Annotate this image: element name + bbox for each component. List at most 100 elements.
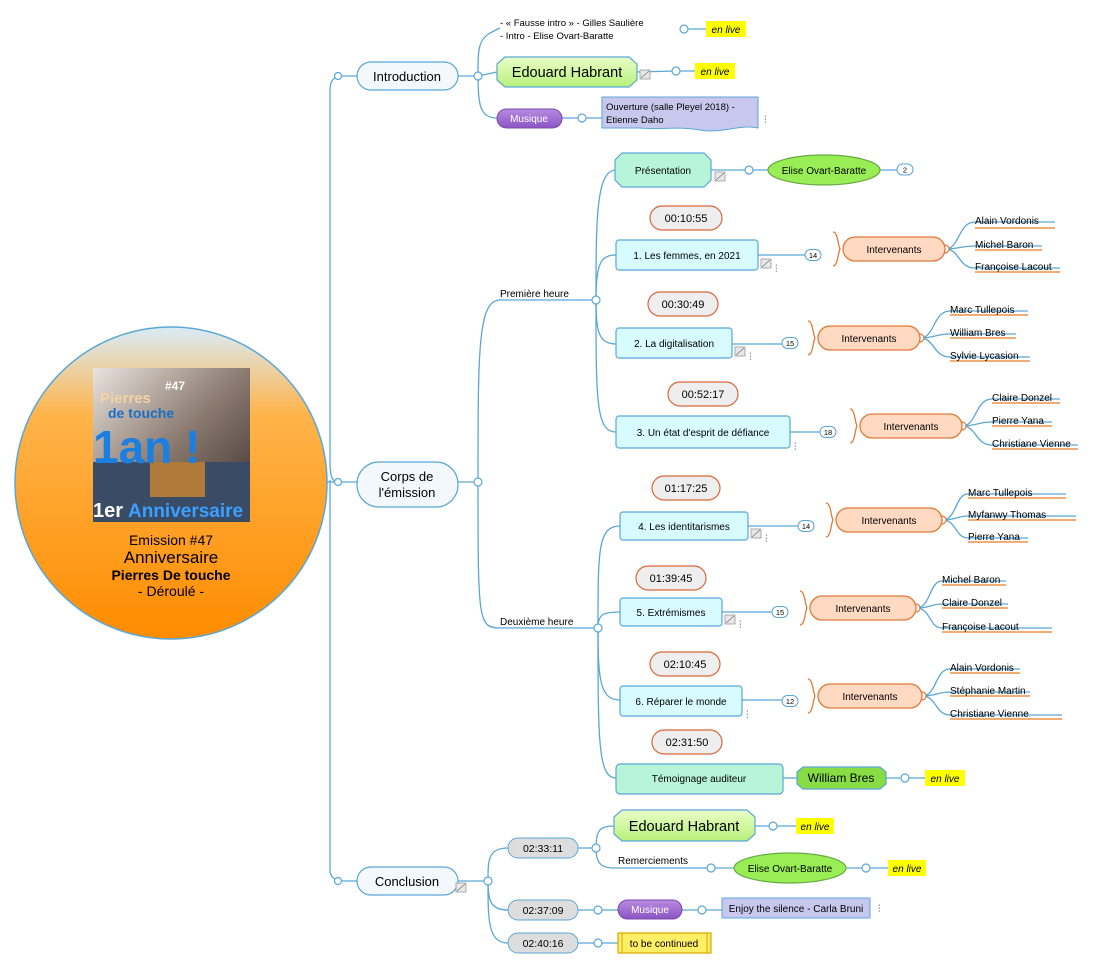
attachment-icon[interactable]: ⫶: [746, 710, 749, 721]
topic-count-badge[interactable]: 15: [781, 337, 799, 349]
logo-line2: de touche: [108, 405, 174, 421]
person-name[interactable]: Claire Donzel: [992, 393, 1052, 404]
topic-label: 2. La digitalisation: [634, 339, 714, 350]
attachment-icon[interactable]: ⫶: [765, 534, 768, 545]
intro-edouard-node[interactable]: Edouard Habrant: [496, 56, 638, 88]
person-name[interactable]: Michel Baron: [942, 575, 1000, 586]
svg-text:Témoignage auditeur: Témoignage auditeur: [652, 774, 747, 785]
topic-time[interactable]: 02:10:45: [649, 651, 721, 677]
person-name[interactable]: Pierre Yana: [992, 416, 1044, 427]
attachment-icon[interactable]: ⫶: [878, 904, 881, 915]
person-name[interactable]: Marc Tullepois: [968, 488, 1032, 499]
person-name[interactable]: Sylvie Lycasion: [950, 351, 1019, 362]
person-name[interactable]: Alain Vordonis: [950, 663, 1014, 674]
intervenants-node[interactable]: Intervenants: [817, 683, 923, 709]
topic-time[interactable]: 01:39:45: [635, 565, 707, 591]
topic-time[interactable]: 00:52:17: [667, 381, 739, 407]
conclusion-musique-pill[interactable]: Musique: [617, 899, 683, 920]
topic-node[interactable]: 1. Les femmes, en 2021: [615, 239, 759, 271]
conclusion-time-2[interactable]: 02:37:09: [507, 899, 579, 921]
william-bres-node[interactable]: William Bres: [796, 766, 887, 790]
topic-count-badge[interactable]: 12: [781, 695, 799, 707]
person-name[interactable]: Michel Baron: [975, 240, 1033, 251]
svg-text:William Bres: William Bres: [808, 771, 875, 785]
topic-count-badge[interactable]: 18: [819, 426, 837, 438]
intervenants-node[interactable]: Intervenants: [809, 595, 917, 621]
temoignage-node[interactable]: Témoignage auditeur: [615, 763, 784, 795]
topic-node[interactable]: 2. La digitalisation: [615, 327, 733, 359]
presenter-count-badge[interactable]: 2: [896, 163, 914, 176]
intervenants-node[interactable]: Intervenants: [817, 325, 921, 351]
presenter-elise-node[interactable]: Elise Ovart-Baratte: [767, 154, 881, 186]
temoignage-time[interactable]: 02:31:50: [651, 729, 723, 755]
intervenants-label: Intervenants: [841, 334, 896, 345]
conclusion-song-box[interactable]: Enjoy the silence - Carla Bruni: [721, 897, 871, 919]
intervenants-node[interactable]: Intervenants: [842, 236, 946, 262]
note-icon[interactable]: [455, 882, 467, 893]
topic-corps[interactable]: Corps de l'émission: [356, 461, 459, 508]
svg-text:en live: en live: [701, 67, 730, 78]
person-name[interactable]: Françoise Lacout: [942, 622, 1019, 633]
topic-group: 02:10:45 6. Réparer le monde⫶ 12 Intervenan…: [619, 651, 1029, 721]
topic-count-text: 18: [824, 428, 832, 437]
person-name[interactable]: Pierre Yana: [968, 532, 1020, 543]
attachment-icon[interactable]: ⫶: [764, 115, 767, 126]
note-icon[interactable]: [724, 614, 736, 625]
svg-text:02:40:16: 02:40:16: [523, 938, 564, 950]
conclusion-elise-node[interactable]: Elise Ovart-Baratte: [733, 852, 847, 884]
intro-live-badge-2: en live: [695, 63, 735, 79]
topic-node[interactable]: 4. Les identitarismes: [619, 511, 749, 541]
topic-count-badge[interactable]: 14: [797, 520, 815, 532]
presentation-node[interactable]: Présentation: [614, 152, 712, 188]
conclusion-time-1[interactable]: 02:33:11: [507, 837, 579, 859]
person-name[interactable]: Françoise Lacout: [975, 262, 1052, 273]
temoignage-live-badge: en live: [925, 770, 965, 786]
topic-time-text: 00:52:17: [682, 389, 725, 401]
attachment-icon[interactable]: ⫶: [775, 264, 778, 275]
connectors: [327, 27, 1078, 944]
person-name[interactable]: William Bres: [950, 328, 1006, 339]
svg-text:Elise Ovart-Baratte: Elise Ovart-Baratte: [782, 166, 867, 177]
person-name[interactable]: Marc Tullepois: [950, 305, 1014, 316]
note-icon[interactable]: [760, 258, 772, 269]
person-name[interactable]: Claire Donzel: [942, 598, 1002, 609]
topic-group: 00:52:17 3. Un état d'esprit de défiance⫶…: [615, 381, 1071, 453]
topic-count-badge[interactable]: 15: [771, 606, 789, 618]
topic-time[interactable]: 01:17:25: [651, 475, 721, 501]
person-name[interactable]: Christiane Vienne: [992, 439, 1071, 450]
attachment-icon[interactable]: ⫶: [739, 620, 742, 631]
person-name[interactable]: Christiane Vienne: [950, 709, 1029, 720]
root-node[interactable]: #47 Pierres de touche 1an ! 1er Annivers…: [14, 326, 328, 640]
person-name[interactable]: Alain Vordonis: [975, 216, 1039, 227]
note-icon[interactable]: [714, 171, 726, 182]
note-icon[interactable]: [750, 528, 762, 539]
topic-conclusion[interactable]: Conclusion: [356, 866, 459, 896]
attachment-icon[interactable]: ⫶: [794, 442, 797, 453]
topic-introduction[interactable]: Introduction: [356, 61, 459, 91]
topic-node[interactable]: 3. Un état d'esprit de défiance: [615, 415, 791, 449]
conclusion-edouard-node[interactable]: Edouard Habrant: [613, 809, 756, 842]
conclusion-time-3[interactable]: 02:40:16: [507, 932, 579, 954]
topic-count-text: 14: [802, 522, 810, 531]
svg-text:02:37:09: 02:37:09: [523, 905, 564, 917]
note-icon[interactable]: [734, 346, 746, 357]
intro-music-box[interactable]: Ouverture (salle Pleyel 2018) - Etienne …: [601, 96, 759, 132]
intervenants-node[interactable]: Intervenants: [835, 507, 943, 533]
svg-text:Edouard Habrant: Edouard Habrant: [512, 65, 622, 81]
note-icon[interactable]: [639, 69, 651, 80]
topic-count-badge[interactable]: 14: [804, 249, 822, 261]
person-name[interactable]: Myfanwy Thomas: [968, 510, 1046, 521]
attachment-icon[interactable]: ⫶: [749, 352, 752, 363]
topic-time[interactable]: 00:30:49: [647, 291, 719, 317]
intro-musique-pill[interactable]: Musique: [496, 108, 563, 129]
topic-time[interactable]: 00:10:55: [649, 205, 723, 231]
topic-node[interactable]: 5. Extrémismes: [619, 597, 723, 627]
to-be-continued-node[interactable]: to be continued: [617, 932, 712, 954]
person-name[interactable]: Stéphanie Martin: [950, 686, 1026, 697]
topic-time-text: 01:39:45: [650, 573, 693, 585]
logo-line1: Pierres: [100, 390, 151, 407]
topic-node[interactable]: 6. Réparer le monde: [619, 685, 743, 717]
root-line1: Emission #47: [129, 532, 213, 548]
intervenants-node[interactable]: Intervenants: [859, 413, 963, 439]
svg-text:Ouverture (salle Pleyel 2018): Ouverture (salle Pleyel 2018) -: [606, 102, 735, 113]
